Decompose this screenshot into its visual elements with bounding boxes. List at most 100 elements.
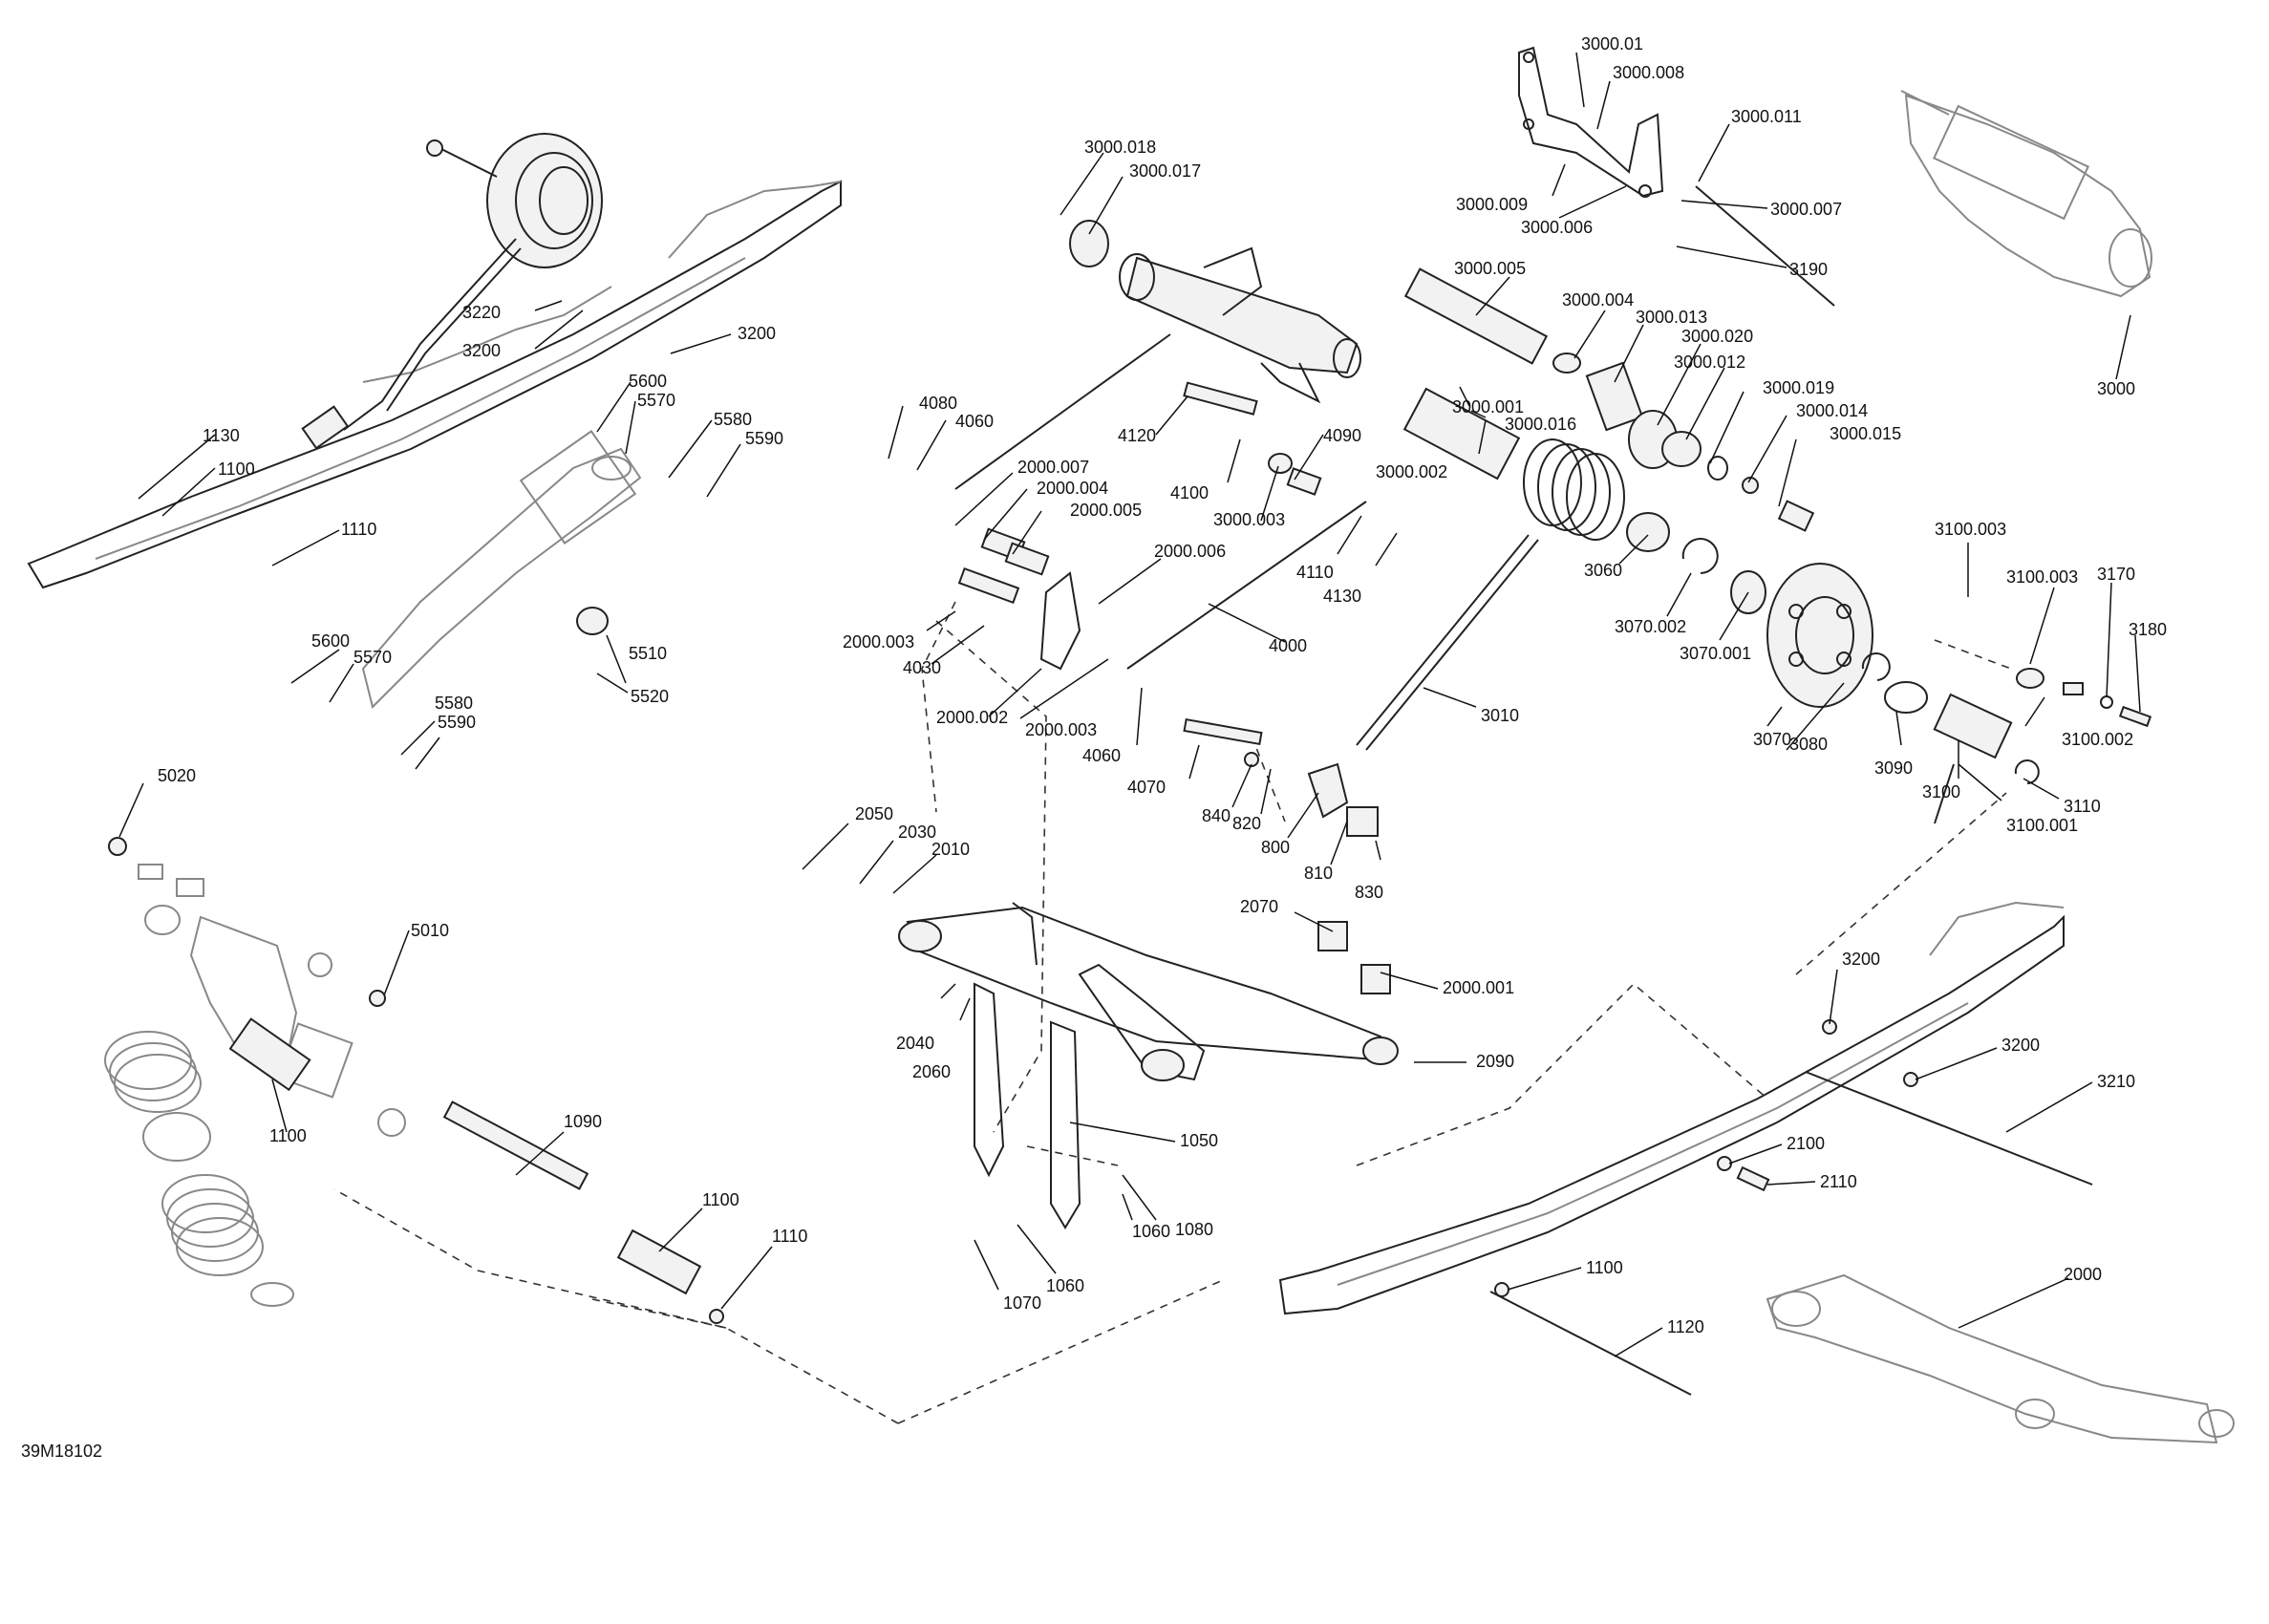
rear-arm-2000-light: [1766, 1273, 2235, 1444]
callout-3000-020: 3000.020: [1681, 327, 1753, 346]
callout-2100: 2100: [1787, 1134, 1825, 1153]
callout-4070: 4070: [1127, 778, 1166, 797]
upper-bracket: [1518, 46, 1664, 198]
axle-3100: [1933, 668, 2152, 824]
washer-3200-a: [1903, 1072, 1918, 1087]
callout-5590-b: 5590: [438, 713, 476, 732]
callout-1120: 1120: [1667, 1317, 1704, 1336]
callout-2040: 2040: [896, 1034, 934, 1053]
callout-3200-c: 3200: [1842, 950, 1880, 969]
callout-3080: 3080: [1789, 735, 1828, 754]
callout-2000-007: 2000.007: [1017, 458, 1089, 477]
callout-5600-a: 5600: [629, 372, 667, 391]
callout-1060-a: 1060: [1132, 1222, 1170, 1241]
callout-3110: 3110: [2064, 797, 2101, 816]
bolt-2110: [1736, 1165, 1770, 1192]
callout-3000-018: 3000.018: [1084, 138, 1156, 157]
callout-2000-001: 2000.001: [1443, 978, 1514, 997]
callout-3070: 3070: [1753, 730, 1791, 749]
callout-3100-001: 3100.001: [2006, 816, 2078, 835]
callout-5590-a: 5590: [745, 429, 783, 448]
callout-3000: 3000: [2097, 379, 2135, 398]
callout-3000-013: 3000.013: [1636, 308, 1707, 327]
callout-4060-a: 4060: [955, 412, 994, 431]
callout-3000-009: 3000.009: [1456, 195, 1528, 214]
callout-820: 820: [1232, 814, 1261, 833]
callout-2000-004: 2000.004: [1037, 479, 1108, 498]
callout-1090: 1090: [564, 1112, 602, 1131]
callout-1100-b: 1100: [269, 1126, 307, 1145]
callout-2050: 2050: [855, 804, 893, 823]
callout-1060-b: 1060: [1046, 1276, 1084, 1295]
figure-code: 39M18102: [21, 1442, 102, 1461]
rear-arm-assembly: [898, 902, 1399, 1229]
callout-3000-001: 3000.001: [1452, 397, 1524, 417]
callout-5570-b: 5570: [353, 648, 392, 667]
callout-2110: 2110: [1820, 1172, 1857, 1191]
callout-5600-b: 5600: [311, 631, 350, 651]
callout-3000-008: 3000.008: [1613, 63, 1684, 82]
callout-2060: 2060: [912, 1062, 951, 1081]
callout-5570-a: 5570: [637, 391, 675, 410]
tube-3000-002: [1402, 387, 1521, 481]
callout-2000: 2000: [2064, 1265, 2102, 1284]
callout-1100-a: 1100: [218, 459, 255, 479]
callout-2000-002: 2000.002: [936, 708, 1008, 727]
callout-4080: 4080: [919, 394, 957, 413]
rear-shock-light: [361, 430, 642, 709]
callout-1080: 1080: [1175, 1220, 1213, 1239]
callout-2000-006: 2000.006: [1154, 542, 1226, 561]
callout-1100-c: 1100: [702, 1190, 739, 1209]
callout-2030: 2030: [898, 823, 936, 842]
callout-3000-017: 3000.017: [1129, 161, 1201, 181]
central-pivot-shaft: [1069, 220, 1361, 404]
callout-2000-003-a: 2000.003: [843, 632, 914, 652]
callout-4060-b: 4060: [1082, 746, 1121, 765]
callout-4130: 4130: [1323, 587, 1361, 606]
callout-3070-002: 3070.002: [1615, 617, 1686, 636]
callout-3180: 3180: [2129, 620, 2167, 639]
callout-5020: 5020: [158, 766, 196, 785]
callout-3210: 3210: [2097, 1072, 2135, 1091]
tube-3000-005: [1403, 267, 1549, 365]
callout-3000-007: 3000.007: [1770, 200, 1842, 219]
bolt-3210: [1805, 1071, 2093, 1186]
callout-3170: 3170: [2097, 565, 2135, 584]
drive-axle-assembly: [1900, 90, 2152, 298]
callout-1110-b: 1110: [772, 1227, 807, 1246]
callout-3000-019: 3000.019: [1763, 378, 1834, 397]
callout-2070: 2070: [1240, 897, 1278, 916]
linkage-rods: [954, 333, 1367, 746]
callout-3000-005: 3000.005: [1454, 259, 1526, 278]
callout-3200-d: 3200: [2001, 1036, 2040, 1055]
left-slide-rail-upper: [27, 180, 842, 589]
callout-3000-01: 3000.01: [1581, 34, 1643, 53]
callout-3220: 3220: [462, 303, 501, 322]
front-shock-with-springs: [104, 837, 406, 1307]
callout-830: 830: [1355, 883, 1383, 902]
callout-3000-004: 3000.004: [1562, 290, 1634, 310]
callout-2000-005: 2000.005: [1070, 501, 1142, 520]
torsion-spring: [1356, 438, 1625, 751]
callout-labels: 3000.01 3000.008 3000.011 3000.009 3000.…: [158, 34, 2167, 1336]
callout-5580-b: 5580: [435, 694, 473, 713]
callout-5510: 5510: [629, 644, 667, 663]
callout-3000-012: 3000.012: [1674, 353, 1745, 372]
callout-810: 810: [1304, 864, 1333, 883]
callout-800: 800: [1261, 838, 1290, 857]
cable-reel-assembly: [301, 133, 603, 450]
callout-3200-a: 3200: [462, 341, 501, 360]
lower-left-pins: [369, 990, 724, 1324]
callout-3070-001: 3070.001: [1680, 644, 1751, 663]
callout-2010: 2010: [931, 840, 970, 859]
leader-lines: [118, 52, 2141, 1357]
callout-1130: 1130: [203, 426, 240, 445]
right-slide-rail-lower: [1278, 901, 2065, 1315]
callout-1110-a: 1110: [341, 520, 376, 539]
idler-wheel: [1730, 563, 1928, 714]
washer-2100: [1717, 1156, 1732, 1171]
spring-hardware: [1552, 353, 1815, 574]
callout-3200-b: 3200: [738, 324, 776, 343]
callout-3000-016: 3000.016: [1505, 415, 1576, 434]
